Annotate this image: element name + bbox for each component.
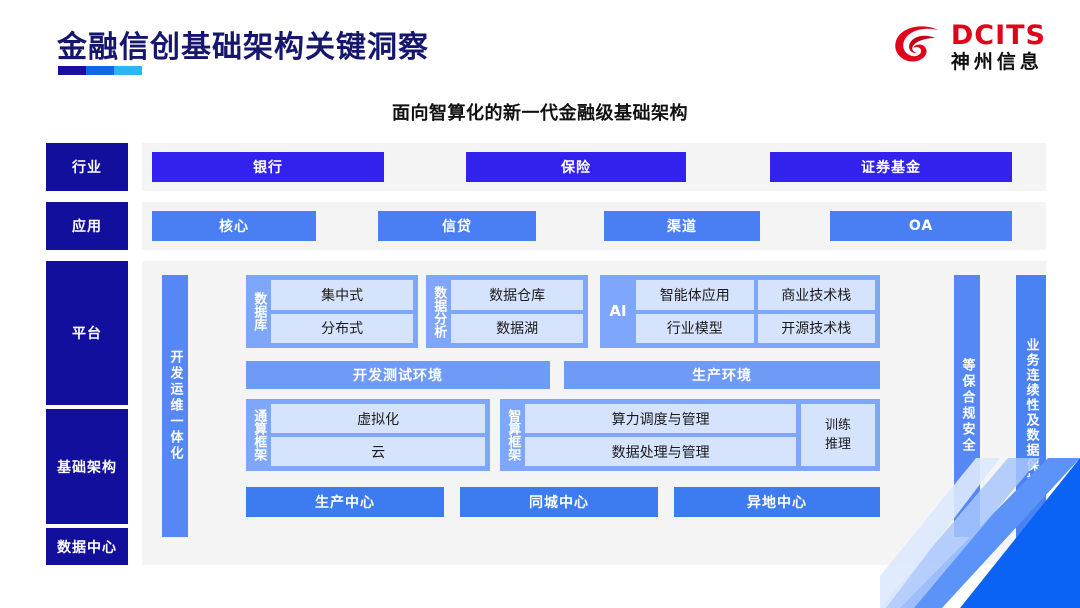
- industry-chip-insurance[interactable]: 保险: [466, 152, 686, 182]
- group-general-compute: 通算框架 虚拟化 云: [246, 399, 490, 471]
- group-label-data-analysis: 数据分析: [431, 285, 447, 338]
- industry-row-panel: 银行 保险 证券基金: [142, 143, 1046, 191]
- group-cells-intelligent-compute: 算力调度与管理 数据处理与管理: [525, 404, 796, 466]
- cell-compute-scheduling[interactable]: 算力调度与管理: [525, 404, 796, 433]
- title-underline-accent: [58, 66, 142, 75]
- industry-chip-securities[interactable]: 证券基金: [770, 152, 1012, 182]
- cell-data-lake[interactable]: 数据湖: [451, 313, 583, 343]
- group-label-ai: AI: [609, 301, 627, 320]
- vertical-bar-devops[interactable]: 开发运维一体化: [162, 275, 188, 537]
- inference-label: 推理: [824, 437, 851, 452]
- env-bar-production[interactable]: 生产环境: [564, 361, 880, 389]
- vertical-bar-business-continuity[interactable]: 业务连续性及数据保护: [1016, 275, 1046, 551]
- accent-segment-2: [86, 66, 114, 75]
- group-ai: AI 智能体应用 商业技术栈 行业模型 开源技术栈: [600, 275, 880, 348]
- industry-chip-bank[interactable]: 银行: [152, 152, 384, 182]
- cell-virtualization[interactable]: 虚拟化: [271, 404, 485, 433]
- sidebar-item-platform[interactable]: 平台: [46, 261, 128, 405]
- cell-industry-model[interactable]: 行业模型: [636, 313, 754, 343]
- company-logo: DCITS 神州信息: [891, 16, 1046, 78]
- group-data-analysis: 数据分析 数据仓库 数据湖: [426, 275, 588, 348]
- data-center-remote[interactable]: 异地中心: [674, 487, 880, 517]
- application-chip-core[interactable]: 核心: [152, 211, 316, 241]
- slide-header: 金融信创基础架构关键洞察 DCITS 神州信息: [0, 0, 1080, 92]
- group-cells-general-compute: 虚拟化 云: [271, 404, 485, 466]
- sidebar-item-application[interactable]: 应用: [46, 202, 128, 250]
- group-database: 数据库 集中式 分布式: [246, 275, 418, 348]
- cell-train-inference[interactable]: 训练 推理: [801, 404, 875, 466]
- group-cells-database: 集中式 分布式: [271, 280, 413, 343]
- application-chip-oa[interactable]: OA: [830, 211, 1012, 241]
- architecture-diagram: 行业 应用 平台 基础架构 数据中心 银行 保险 证券基金 核心 信贷 渠道 O…: [46, 143, 1046, 565]
- group-label-database: 数据库: [251, 292, 267, 331]
- group-cells-data-analysis: 数据仓库 数据湖: [451, 280, 583, 343]
- cell-data-processing[interactable]: 数据处理与管理: [525, 437, 796, 466]
- cell-agent-application[interactable]: 智能体应用: [636, 280, 754, 310]
- sidebar-item-data-center[interactable]: 数据中心: [46, 528, 128, 565]
- accent-segment-3: [114, 66, 142, 75]
- accent-segment-1: [58, 66, 86, 75]
- application-chip-credit[interactable]: 信贷: [378, 211, 536, 241]
- data-center-production[interactable]: 生产中心: [246, 487, 444, 517]
- vertical-bar-security[interactable]: 等保合规安全: [954, 275, 980, 537]
- layer-sidebar: 行业 应用 平台 基础架构 数据中心: [46, 143, 128, 565]
- application-chip-channel[interactable]: 渠道: [604, 211, 760, 241]
- group-intelligent-compute: 智算框架 算力调度与管理 数据处理与管理 训练 推理: [500, 399, 880, 471]
- page-title: 金融信创基础架构关键洞察: [57, 30, 429, 65]
- sidebar-item-industry[interactable]: 行业: [46, 143, 128, 191]
- cell-open-source-stack[interactable]: 开源技术栈: [757, 313, 875, 343]
- cell-distributed[interactable]: 分布式: [271, 313, 413, 343]
- cell-commercial-stack[interactable]: 商业技术栈: [757, 280, 875, 310]
- platform-infrastructure-panel: 开发运维一体化 等保合规安全 数据库 集中式 分布式 数据分析 数据仓库 数据湖: [142, 261, 1046, 565]
- env-bar-dev-test[interactable]: 开发测试环境: [246, 361, 550, 389]
- train-label: 训练: [824, 417, 851, 433]
- application-row-panel: 核心 信贷 渠道 OA: [142, 202, 1046, 250]
- data-center-same-city[interactable]: 同城中心: [460, 487, 658, 517]
- subtitle: 面向智算化的新一代金融级基础架构: [392, 103, 688, 124]
- cell-data-warehouse[interactable]: 数据仓库: [451, 280, 583, 310]
- group-cells-ai: 智能体应用 商业技术栈 行业模型 开源技术栈: [636, 280, 875, 343]
- logo-cn-text: 神州信息: [950, 51, 1043, 73]
- logo-en-text: DCITS: [950, 20, 1046, 51]
- cell-centralized[interactable]: 集中式: [271, 280, 413, 310]
- group-label-intelligent-compute: 智算框架: [505, 409, 521, 461]
- swirl-logo-icon: [895, 26, 938, 62]
- group-label-general-compute: 通算框架: [251, 409, 267, 461]
- logo-text: DCITS 神州信息: [951, 22, 1046, 72]
- cell-cloud[interactable]: 云: [271, 437, 485, 466]
- sidebar-item-infrastructure[interactable]: 基础架构: [46, 409, 128, 524]
